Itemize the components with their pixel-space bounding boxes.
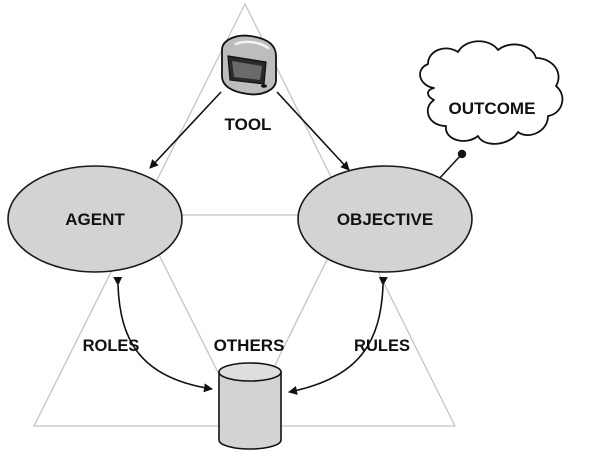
outcome-node: OUTCOME	[419, 40, 564, 145]
arrow-tool-to-objective	[276, 91, 350, 171]
agent-node: AGENT	[7, 165, 183, 273]
outcome-connector	[437, 149, 467, 181]
objective-node: OBJECTIVE	[297, 165, 473, 273]
computer-monitor-icon	[221, 34, 277, 96]
arrow-tool-to-agent	[149, 91, 222, 169]
arrow-roles	[113, 276, 213, 393]
others-label: OTHERS	[214, 336, 285, 355]
cylinder-icon	[218, 362, 282, 450]
cloud-icon	[419, 40, 564, 145]
tool-node: TOOL	[221, 34, 277, 134]
agent-label: AGENT	[65, 210, 125, 229]
arrow-rules	[288, 276, 388, 395]
rules-label: RULES	[354, 337, 410, 355]
others-node: OTHERS	[214, 336, 285, 450]
outcome-label: OUTCOME	[449, 99, 536, 118]
tool-label: TOOL	[225, 115, 272, 134]
objective-label: OBJECTIVE	[337, 210, 433, 229]
roles-label: ROLES	[83, 337, 140, 355]
